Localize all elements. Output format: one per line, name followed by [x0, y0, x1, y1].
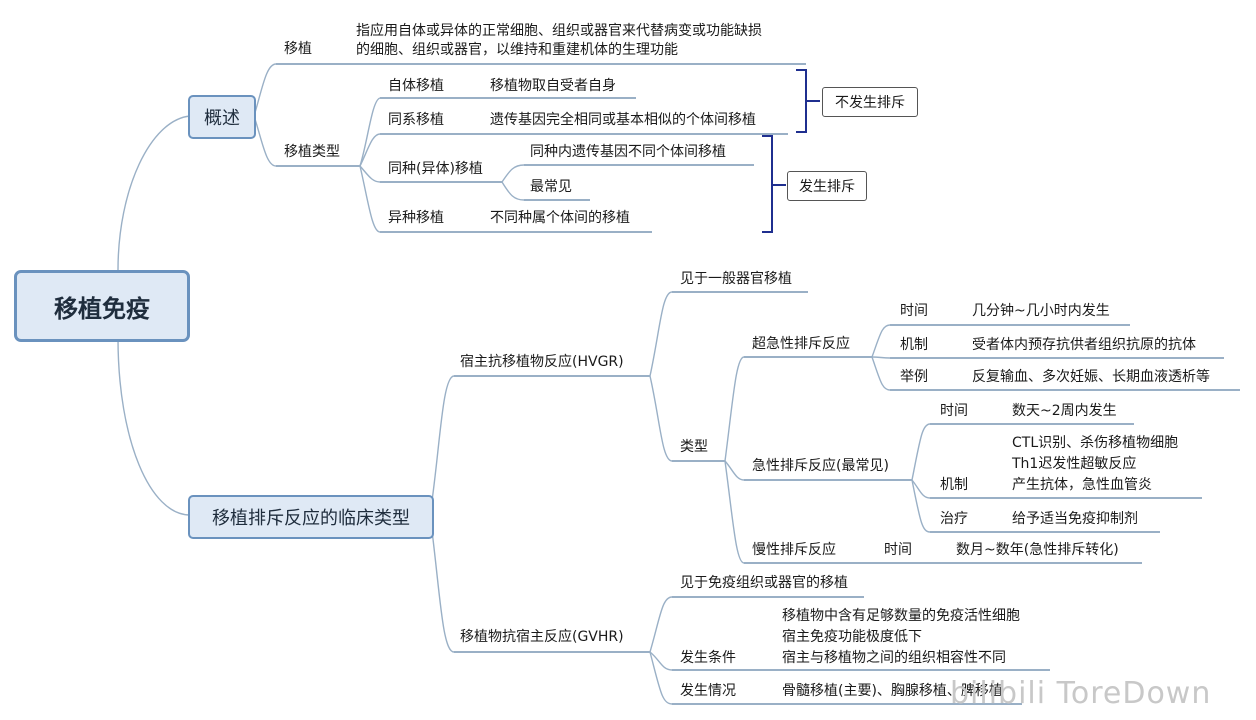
rejection-tag: 发生排斥: [787, 171, 867, 201]
watermark: bilibili ToreDown: [950, 676, 1212, 711]
type-allograft: 同种(异体)移植: [388, 161, 483, 177]
hyperacute-time-label: 时间: [900, 303, 928, 319]
type-allograft-desc-2: 最常见: [530, 179, 572, 195]
hvgr-note: 见于一般器官移植: [680, 271, 792, 287]
chronic-time: 数月~数年(急性排斥转化): [956, 542, 1119, 558]
gvhr-label: 移植物抗宿主反应(GVHR): [460, 629, 624, 645]
transplant-label: 移植: [284, 41, 312, 57]
hyperacute-mech-label: 机制: [900, 337, 928, 353]
hvgr-types-label: 类型: [680, 439, 708, 455]
type-isograft-desc: 遗传基因完全相同或基本相似的个体间移植: [490, 112, 756, 128]
type-isograft: 同系移植: [388, 112, 444, 128]
root-node: 移植免疫: [14, 270, 190, 342]
hyperacute-time: 几分钟~几小时内发生: [972, 303, 1110, 319]
acute-mech-1: CTL识别、杀伤移植物细胞: [1012, 435, 1179, 451]
transplant-definition-line2: 的细胞、组织或器官，以维持和重建机体的生理功能: [356, 42, 678, 58]
hyperacute-example-label: 举例: [900, 369, 928, 385]
type-xenograft-desc: 不同种属个体间的移植: [490, 210, 630, 226]
acute-time-label: 时间: [940, 403, 968, 419]
transplant-definition-line1: 指应用自体或异体的正常细胞、组织或器官来代替病变或功能缺损: [356, 23, 762, 39]
type-xenograft: 异种移植: [388, 210, 444, 226]
gvhr-condition-2: 宿主免疫功能极度低下: [782, 629, 922, 645]
gvhr-occurrence-label: 发生情况: [680, 683, 736, 699]
gvhr-condition-1: 移植物中含有足够数量的免疫活性细胞: [782, 608, 1020, 624]
no-rejection-tag: 不发生排斥: [822, 87, 918, 117]
overview-node: 概述: [188, 95, 256, 139]
clinical-types-node: 移植排斥反应的临床类型: [188, 495, 434, 539]
chronic-label: 慢性排斥反应: [752, 542, 836, 558]
acute-treat: 给予适当免疫抑制剂: [1012, 511, 1138, 527]
gvhr-occurrence: 骨髓移植(主要)、胸腺移植、脾移植: [782, 683, 1003, 699]
acute-treat-label: 治疗: [940, 511, 968, 527]
acute-label: 急性排斥反应(最常见): [752, 458, 889, 474]
gvhr-condition-3: 宿主与移植物之间的组织相容性不同: [782, 650, 1006, 666]
acute-mech-2: Th1迟发性超敏反应: [1012, 456, 1137, 472]
acute-time: 数天~2周内发生: [1012, 403, 1117, 419]
type-autograft: 自体移植: [388, 78, 444, 94]
chronic-time-label: 时间: [884, 542, 912, 558]
gvhr-note: 见于免疫组织或器官的移植: [680, 575, 848, 591]
transplant-types-label: 移植类型: [284, 144, 340, 160]
acute-mech-label: 机制: [940, 477, 968, 493]
type-autograft-desc: 移植物取自受者自身: [490, 78, 616, 94]
gvhr-condition-label: 发生条件: [680, 650, 736, 666]
hvgr-label: 宿主抗移植物反应(HVGR): [460, 354, 624, 370]
acute-mech-3: 产生抗体，急性血管炎: [1012, 477, 1152, 493]
hyperacute-label: 超急性排斥反应: [752, 336, 850, 352]
type-allograft-desc-1: 同种内遗传基因不同个体间移植: [530, 144, 726, 160]
hyperacute-mech: 受者体内预存抗供者组织抗原的抗体: [972, 337, 1196, 353]
hyperacute-example: 反复输血、多次妊娠、长期血液透析等: [972, 369, 1210, 385]
